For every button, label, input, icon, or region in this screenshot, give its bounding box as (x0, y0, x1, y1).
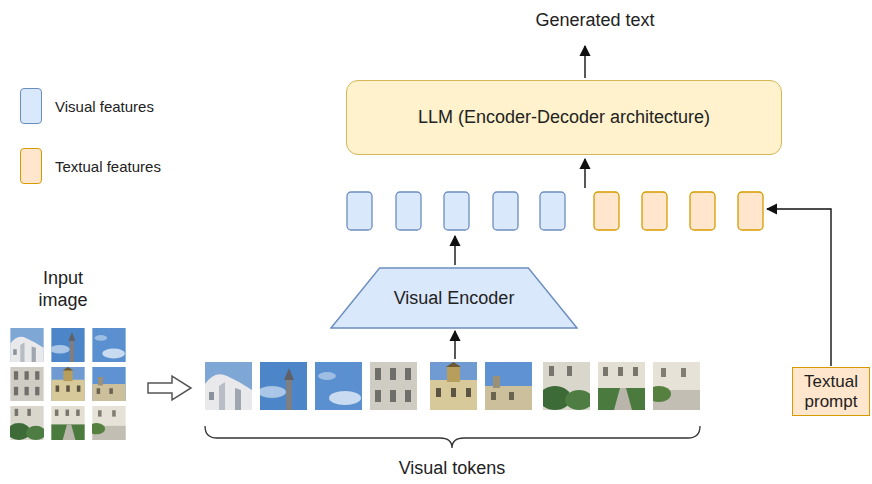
input-image (8, 328, 126, 440)
output-label: Generated text (510, 10, 680, 32)
feature-tokens (347, 192, 763, 230)
visual-encoder-trapezoid: Visual Encoder (330, 267, 578, 329)
node-text: LLM (Encoder-Decoder architecture) (414, 107, 714, 128)
curly-brace (205, 426, 700, 448)
textual-prompt-box: Textual prompt (792, 367, 870, 416)
legend-text: Textual features (55, 158, 161, 175)
node-text: Visual Encoder (390, 288, 519, 309)
trapezoid-shape (331, 268, 577, 328)
legend-swatch (20, 148, 42, 184)
input-label: Input image (25, 268, 101, 311)
legend-item: Visual features (20, 88, 154, 124)
legend-swatch (20, 88, 42, 124)
llm-box: LLM (Encoder-Decoder architecture) (346, 80, 782, 155)
legend-item: Textual features (20, 148, 161, 184)
legend-text: Visual features (55, 98, 154, 115)
group-label: Visual tokens (352, 458, 552, 480)
visual-token-images (205, 362, 700, 410)
node-text: Textual prompt (793, 372, 869, 411)
hollow-arrow (148, 376, 191, 400)
